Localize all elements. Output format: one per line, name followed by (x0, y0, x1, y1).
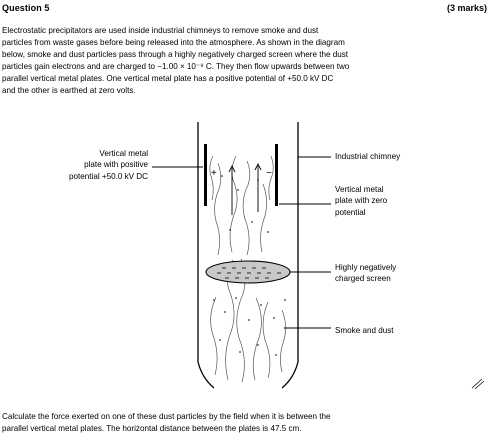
label-right-plate: Vertical metal plate with zero potential (335, 184, 387, 218)
left-metal-plate (204, 144, 207, 206)
question-title: Question 5 (2, 3, 50, 13)
prompt-line: parallel vertical metal plates. The hori… (2, 423, 302, 433)
prompt-line: Calculate the force exerted on one of th… (2, 412, 331, 421)
label-line: plate with positive (84, 160, 148, 170)
intro-line: Electrostatic precipitators are used ins… (2, 26, 319, 35)
chimney-right-wall (281, 122, 299, 389)
label-line: Highly negatively (335, 263, 397, 272)
label-line: potential (335, 207, 366, 217)
label-line: charged screen (335, 274, 391, 284)
intro-line: particles from waste gases before being … (2, 37, 345, 47)
label-line: Vertical metal (335, 185, 384, 194)
charged-screen (205, 260, 291, 284)
page-corner-mark (471, 378, 485, 390)
right-metal-plate (275, 144, 278, 206)
question-marks: (3 marks) (446, 3, 487, 13)
label-screen: Highly negatively charged screen (335, 262, 396, 285)
label-smoke: Smoke and dust (335, 326, 394, 335)
flow-arrows (228, 162, 262, 215)
intro-line: parallel vertical metal plates. One vert… (2, 73, 334, 83)
precipitator-diagram: + − (152, 122, 485, 390)
question-prompt: Calculate the force exerted on one of th… (2, 411, 488, 435)
plus-sign: + (211, 168, 217, 179)
chimney-left-wall (197, 122, 215, 389)
intro-line: particles gain electrons and are charged… (2, 61, 350, 71)
screen-minus-marks (217, 267, 281, 279)
intro-line: and the other is earthed at zero volts. (2, 85, 136, 95)
label-line: Vertical metal (99, 149, 148, 158)
minus-sign: − (266, 168, 272, 179)
intro-line: below, smoke and dust particles pass thr… (2, 49, 348, 59)
label-line: plate with zero (335, 196, 388, 206)
leader-lines (152, 156, 331, 329)
label-line: potential +50.0 kV DC (69, 171, 148, 181)
question-intro: Electrostatic precipitators are used ins… (2, 25, 488, 96)
label-chimney: Industrial chimney (335, 152, 401, 161)
label-left-plate: Vertical metal plate with positive poten… (60, 148, 148, 182)
